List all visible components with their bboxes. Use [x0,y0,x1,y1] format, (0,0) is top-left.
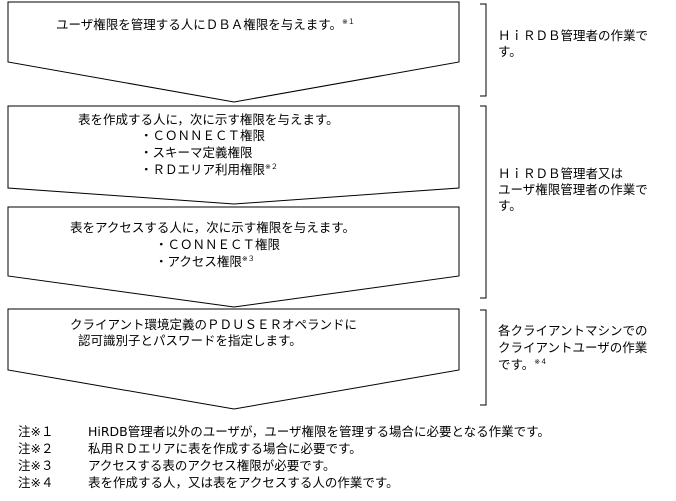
role-2-bracket [480,105,487,299]
role-1-line-2: す。 [498,44,522,59]
step-1-shape [7,1,460,103]
note-4-mark: 注※４ [18,475,54,490]
role-2-line-1: ＨｉＲＤＢ管理者又は [498,166,624,181]
step-4-shape [7,308,460,410]
step-4-line-1: クライアント環境定義のＰＤＵＳＥＲオペランドに [70,317,358,332]
note-2-mark: 注※２ [18,441,54,456]
role-1-bracket [480,3,487,97]
role-1-line-1: ＨｉＲＤＢ管理者の作業で [498,28,649,43]
note-4-text: 表を作成する人，又は表をアクセスする人の作業です。 [88,475,399,490]
step-2-line-1: 表を作成する人に，次に示す権限を与えます。 [78,112,339,127]
step-2-shape [7,105,460,205]
note-1: 注※１ HiRDB管理者以外のユーザが，ユーザ権限を管理する場合に必要となる作業で… [18,424,550,440]
note-3: 注※３ アクセスする表のアクセス権限が必要です。 [18,458,336,474]
role-3-line-2: クライアントユーザの作業 [498,340,648,355]
note-1-text: HiRDB管理者以外のユーザが，ユーザ権限を管理する場合に必要となる作業です。 [88,424,550,439]
role-3-bracket [480,309,487,406]
step-3-line-3: ・アクセス権限※３ [155,254,255,269]
role-2-line-2: ユーザ権限管理者の作業で [498,182,648,197]
step-2-line-2: ・ＣＯＮＮＥＣＴ権限 [140,128,266,143]
step-4-line-2: 認可識別子とパスワードを指定します。 [78,333,302,348]
note-3-mark: 注※３ [18,458,54,473]
step-3-shape [7,206,460,308]
step-2-line-4: ・ＲＤエリア利用権限※２ [140,162,278,177]
note-2: 注※２ 私用ＲＤエリアに表を作成する場合に必要です。 [18,441,362,457]
note-2-text: 私用ＲＤエリアに表を作成する場合に必要です。 [88,441,362,456]
step-3-line-2: ・ＣＯＮＮＥＣＴ権限 [155,237,281,252]
note-1-mark: 注※１ [18,424,54,439]
role-3-line-3: です。※４ [498,357,548,372]
note-3-text: アクセスする表のアクセス権限が必要です。 [88,458,336,473]
step-1-line-1: ユーザ権限を管理する人にＤＢＡ権限を与えます。※１ [56,17,355,32]
role-3-line-1: 各クライアントマシンでの [498,323,648,338]
role-2-line-3: す。 [498,198,522,213]
step-2-line-3: ・スキーマ定義権限 [140,145,253,160]
note-4: 注※４ 表を作成する人，又は表をアクセスする人の作業です。 [18,475,399,491]
step-3-line-1: 表をアクセスする人に，次に示す権限を与えます。 [70,220,356,235]
